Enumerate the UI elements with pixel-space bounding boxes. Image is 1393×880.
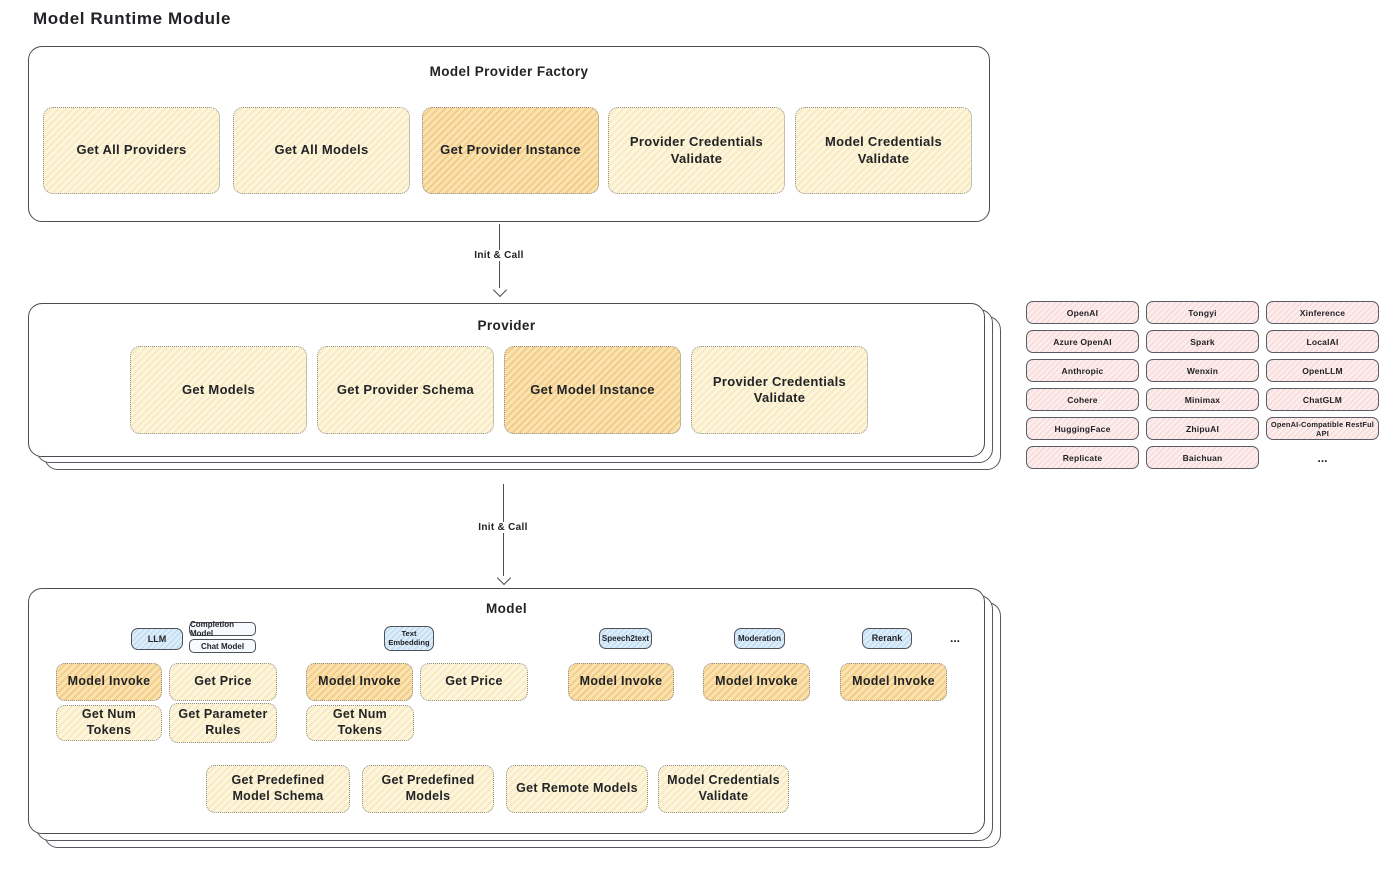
node-get-price-llm[interactable]: Get Price [169,663,277,701]
arrow-label-init-call: Init & Call [470,250,528,261]
node-get-price-text-embedding[interactable]: Get Price [420,663,528,701]
node-get-num-tokens-text-embedding[interactable]: Get Num Tokens [306,705,414,741]
node-model-credentials-validate-model[interactable]: Model Credentials Validate [658,765,789,813]
node-model-invoke-speech2text[interactable]: Model Invoke [568,663,674,701]
provider-chip-wenxin[interactable]: Wenxin [1146,359,1259,382]
node-model-invoke-moderation[interactable]: Model Invoke [703,663,810,701]
node-get-all-providers[interactable]: Get All Providers [43,107,220,194]
provider-chip-chatglm[interactable]: ChatGLM [1266,388,1379,411]
node-get-model-instance[interactable]: Get Model Instance [504,346,681,434]
provider-chip-openai-compatible-restful-api[interactable]: OpenAI-Compatible RestFul API [1266,417,1379,440]
factory-panel: Model Provider Factory Get All Providers… [28,46,990,222]
type-chip-chat-model[interactable]: Chat Model [189,639,256,653]
type-chip-llm[interactable]: LLM [131,628,183,650]
arrow-head-icon [496,570,512,586]
provider-title: Provider [477,318,536,333]
provider-chip-anthropic[interactable]: Anthropic [1026,359,1139,382]
node-model-invoke-llm[interactable]: Model Invoke [56,663,162,701]
provider-chip-openllm[interactable]: OpenLLM [1266,359,1379,382]
arrow-label-init-call: Init & Call [474,522,532,533]
model-title: Model [486,601,527,616]
provider-chip-cohere[interactable]: Cohere [1026,388,1139,411]
provider-chip-tongyi[interactable]: Tongyi [1146,301,1259,324]
node-get-predefined-models[interactable]: Get Predefined Models [362,765,494,813]
provider-chip-openai[interactable]: OpenAI [1026,301,1139,324]
type-chip-text-embedding[interactable]: Text Embedding [384,626,434,651]
page-title: Model Runtime Module [33,9,232,28]
node-model-invoke-text-embedding[interactable]: Model Invoke [306,663,413,701]
factory-title: Model Provider Factory [429,64,589,79]
type-chip-speech2text[interactable]: Speech2text [599,628,652,649]
type-chip-moderation[interactable]: Moderation [734,628,785,649]
node-get-provider-schema[interactable]: Get Provider Schema [317,346,494,434]
node-get-remote-models[interactable]: Get Remote Models [506,765,648,813]
node-get-models[interactable]: Get Models [130,346,307,434]
provider-chip-minimax[interactable]: Minimax [1146,388,1259,411]
type-chip-completion-model[interactable]: Completion Model [189,620,256,638]
type-more-dots: ... [950,631,961,645]
node-provider-credentials-validate[interactable]: Provider Credentials Validate [608,107,785,194]
node-get-predefined-model-schema[interactable]: Get Predefined Model Schema [206,765,350,813]
node-get-all-models[interactable]: Get All Models [233,107,410,194]
node-get-provider-instance[interactable]: Get Provider Instance [422,107,599,194]
provider-list: OpenAI Tongyi Xinference Azure OpenAI Sp… [1026,301,1379,469]
type-chip-rerank[interactable]: Rerank [862,628,912,649]
provider-chip-localai[interactable]: LocalAI [1266,330,1379,353]
provider-chip-xinference[interactable]: Xinference [1266,301,1379,324]
provider-chip-huggingface[interactable]: HuggingFace [1026,417,1139,440]
node-model-invoke-rerank[interactable]: Model Invoke [840,663,947,701]
provider-chip-azure-openai[interactable]: Azure OpenAI [1026,330,1139,353]
node-get-parameter-rules[interactable]: Get Parameter Rules [169,703,277,743]
node-get-num-tokens-llm[interactable]: Get Num Tokens [56,705,162,741]
provider-more-dots: ... [1317,450,1328,465]
provider-chip-zhipuai[interactable]: ZhipuAI [1146,417,1259,440]
model-panel: Model LLM Completion Model Chat Model Te… [28,588,985,834]
provider-chip-baichuan[interactable]: Baichuan [1146,446,1259,469]
node-provider-credentials-validate[interactable]: Provider Credentials Validate [691,346,868,434]
provider-panel: Provider Get Models Get Provider Schema … [28,303,985,457]
arrow-head-icon [492,282,508,298]
provider-chip-spark[interactable]: Spark [1146,330,1259,353]
provider-chip-replicate[interactable]: Replicate [1026,446,1139,469]
node-model-credentials-validate[interactable]: Model Credentials Validate [795,107,972,194]
